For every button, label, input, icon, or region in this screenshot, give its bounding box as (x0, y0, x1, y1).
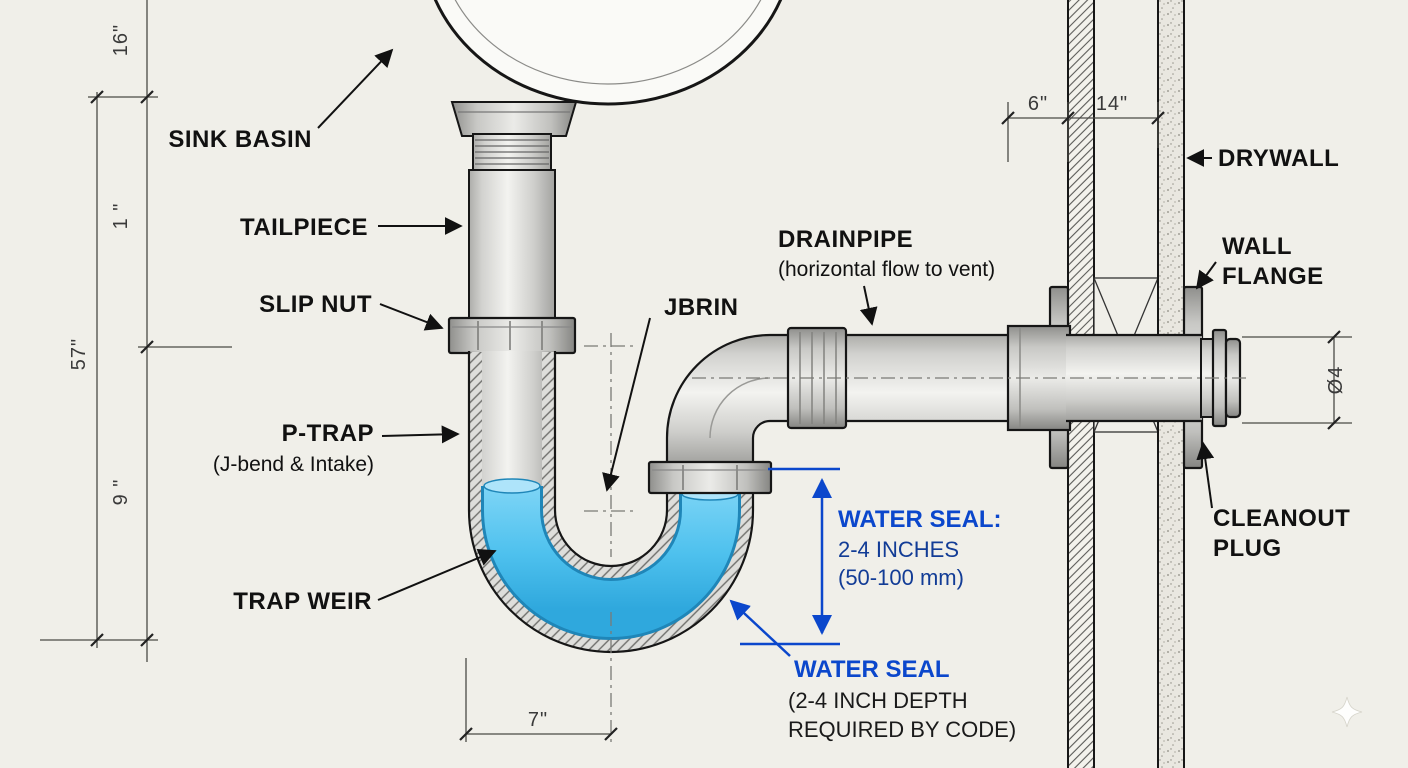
p-trap-assembly (467, 351, 773, 654)
slip-nut (447, 316, 577, 355)
label-sink-basin: SINK BASIN (168, 126, 312, 153)
label-leaders (317, 48, 1217, 601)
centerlines (584, 333, 1248, 742)
label-jbrin: JBRIN (664, 294, 739, 321)
trap-weir-leader (377, 548, 497, 601)
sink-basin-leader (317, 48, 394, 129)
dim-57: 57" (68, 338, 90, 370)
water-surface-left (483, 478, 541, 494)
dim-6: 6" (1028, 93, 1048, 115)
p-trap-leader (381, 425, 460, 444)
dim-16: 16" (110, 24, 132, 56)
label-p-trap-sub: (J-bend & Intake) (213, 453, 374, 476)
dim-lines-bottom (465, 658, 611, 742)
slip-nut-leader (379, 303, 444, 331)
drain-flange (450, 101, 578, 137)
water-seal-callout-title: WATER SEAL: (838, 506, 1002, 533)
tailpiece-threads (472, 133, 552, 171)
dim-ticks-left (90, 90, 154, 647)
label-drainpipe: DRAINPIPE (778, 226, 913, 253)
water-seal-label-title: WATER SEAL (794, 656, 950, 683)
water-seal-label-line2: REQUIRED BY CODE) (788, 717, 1016, 742)
jbrin-leader (602, 317, 651, 492)
sink-basin (433, 0, 783, 106)
dim-9: 9 " (110, 479, 132, 506)
dim-lines-top (1007, 102, 1159, 162)
label-trap-weir: TRAP WEIR (233, 588, 372, 615)
water-seal-callout-line2: (50-100 mm) (838, 565, 964, 590)
dim-ticks-bottom (459, 727, 618, 741)
label-tailpiece: TAILPIECE (240, 214, 368, 241)
label-cleanout-1: CLEANOUT (1213, 505, 1350, 532)
water-seal-pointer (729, 599, 791, 657)
label-slip-nut: SLIP NUT (259, 291, 372, 318)
cleanout-leader (1196, 441, 1215, 509)
dim-7: 7" (528, 709, 548, 731)
sparkle-icon (1331, 696, 1363, 728)
water-seal-annotation: WATER SEAL: 2-4 INCHES (50-100 mm) WATER… (729, 467, 1016, 742)
dim-dia4: Ø4 (1325, 366, 1347, 395)
label-cleanout-2: PLUG (1213, 535, 1282, 562)
label-wall-flange-1: WALL (1222, 233, 1292, 260)
trap-outlet-nut (647, 460, 773, 495)
label-drainpipe-sub: (horizontal flow to vent) (778, 258, 995, 281)
dim-ticks-top (1001, 111, 1165, 125)
dim-ticks-dia (1327, 330, 1341, 430)
labels: SINK BASIN TAILPIECE SLIP NUT P-TRAP (J-… (168, 126, 1350, 615)
drainpipe-leader (859, 285, 878, 326)
label-drywall: DRYWALL (1218, 145, 1339, 172)
water-seal-callout-line1: 2-4 INCHES (838, 537, 959, 562)
label-p-trap: P-TRAP (282, 420, 374, 447)
label-wall-flange-2: FLANGE (1222, 263, 1324, 290)
wall-flange-leader (1195, 261, 1217, 290)
tailpiece-pipe (468, 169, 556, 321)
dim-1: 1 " (110, 203, 132, 230)
dim-14: 14" (1096, 93, 1128, 115)
water-seal-label-line1: (2-4 INCH DEPTH (788, 688, 968, 713)
dimensions: 16" 1 " 57" 9 " 6" 14" Ø4 (40, 0, 1352, 742)
